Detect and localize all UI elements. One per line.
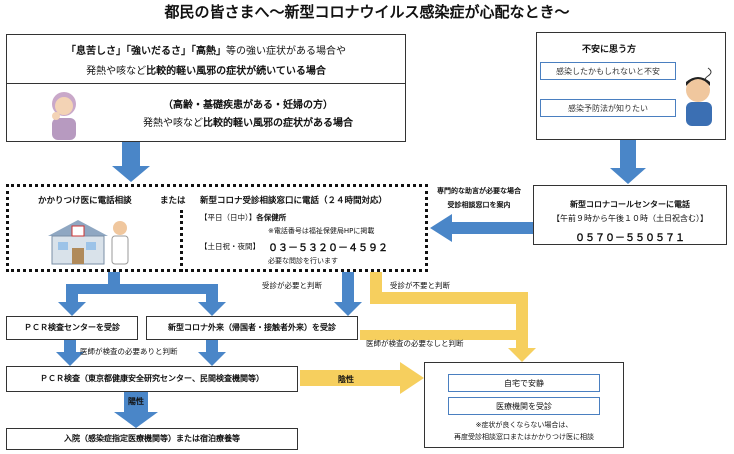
exam-unneeded-label: 受診が不要と判断 [390,281,450,290]
arrow-outpatient-to-test [198,340,226,366]
arrow-exam-needed [334,272,362,316]
pcr-center-label: ＰＣＲ検査センターを受診 [24,323,120,332]
holiday-note: 必要な問診を行います [268,257,338,265]
anxious-title: 不安に思う方 [582,45,637,55]
pcr-center-box [6,316,138,340]
home-note-2: 再度受診相談窓口またはかかりつけ医に相談 [453,433,595,441]
positive-label: 陽性 [128,397,144,406]
negative-label: 陰性 [338,375,354,384]
severe-line-2: 発熱や咳など比較的軽い風邪の症状が続いている場合 [86,66,326,77]
arrow-split-stem [108,272,120,286]
severe-symptoms-box [6,34,406,84]
arrow-callcenter-to-consult [430,214,533,242]
home-visit: 医療機関を受診 [448,397,600,415]
arrow-pcr-center-to-test [56,340,84,366]
consult-or: または [160,196,186,206]
arrow-positive-to-hospital [114,392,158,428]
anxious-item-prevention: 感染予防法が知りたい [540,99,676,117]
pcr-test-box [6,366,298,392]
hp-note: ※電話番号は福祉保健局HPに掲載 [268,227,375,235]
call-center-label-1: 専門的な助言が必要な場合 [437,187,521,195]
page-title: 都民の皆さまへ～新型コロナウイルス感染症が心配なとき～ [164,3,570,21]
hospital-label: 入院（感染症指定医療機関等）または宿泊療養等 [64,434,240,443]
home-note-1: ※症状が良くならない場合は、 [475,421,573,429]
arrow-to-pcr-center [58,294,86,316]
severe-line-1: 「息苦しさ」「強いだるさ」「高熱」等の強い症状がある場合や [66,46,346,57]
call-center-phone: ０５７０－５５０５７１ [575,233,685,244]
arrow-to-outpatient [198,294,226,316]
risk-line-2: 発熱や咳など比較的軽い風邪の症状がある場合 [143,118,353,129]
arrow-anxious-to-callcenter [610,140,646,184]
doctor-pcr-label: 医師が検査の必要ありと判断 [80,347,178,356]
elderly-person-illustration [42,88,86,140]
arrow-no-pcr [360,330,520,340]
outpatient-box [146,316,358,340]
weekday-row: 【平日（日中）】各保健所 [200,213,287,222]
arrow-negative [300,362,424,394]
call-center-label-2: 受診相談窓口を案内 [447,201,511,209]
hospital-box [6,428,298,450]
worried-person-illustration [678,66,722,128]
consult-center-title: 新型コロナ受診相談窓口に電話（２４時間対応） [200,196,388,206]
arrow-severe-to-consult [112,142,150,182]
risk-line-1: （高齢・基礎疾患がある・妊婦の方） [163,100,333,111]
pcr-test-label: ＰＣＲ検査（東京都健康安全研究センター、民間検査機関等） [40,374,264,383]
gp-consult-label: かかりつけ医に電話相談 [38,196,132,206]
call-center-box [533,185,727,245]
arrow-split-bar [66,284,218,294]
call-center-title: 新型コロナコールセンターに電話 [570,200,690,209]
clinic-doctor-illustration [44,214,134,266]
home-rest: 自宅で安静 [448,374,600,392]
outpatient-label: 新型コロナ外来（帰国者・接触者外来）を受診 [168,323,336,332]
exam-needed-label: 受診が必要と判断 [262,281,322,290]
doctor-no-pcr-label: 医師が検査の必要なしと判断 [366,339,464,348]
holiday-phone: ０３－５３２０－４５９２ [268,243,388,254]
arrow-exam-unneeded [370,272,536,362]
call-center-hours: 【午前９時から午後１０時（土日祝含む）】 [552,214,708,223]
anxious-item-infected: 感染したかもしれないと不安 [540,62,676,80]
holiday-label: 【土日祝・夜間】 [200,242,260,251]
consult-divider [180,210,183,272]
